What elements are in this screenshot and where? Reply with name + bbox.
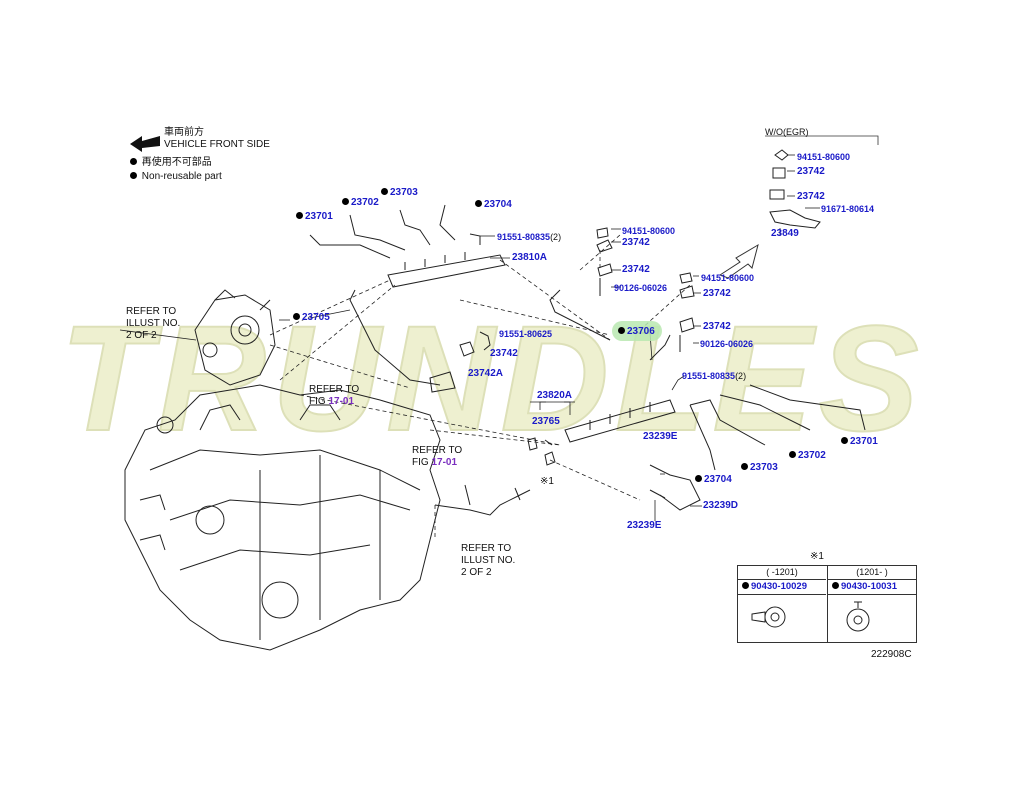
table-col-1: ( -1201) 90430-10029 [738,566,826,642]
watermark-logo: TRUNDLES [59,300,925,450]
front-label: VEHICLE FRONT SIDE [164,139,270,150]
nonreusable-dot-icon [130,158,137,165]
part-90126-06026-mid[interactable]: 90126-06026 [614,283,668,293]
part-23742-a[interactable]: 23742 [622,237,650,248]
part-23706[interactable]: 23706 [618,326,655,338]
fuel-rail-lower-drawing [564,334,866,511]
part-23742-f[interactable]: 23742 [797,166,825,177]
part-23742-e[interactable]: 23742 [703,321,731,332]
part-23702-lower[interactable]: 23702 [789,450,826,462]
table-col1-header: ( -1201) [766,567,798,577]
table-parts-drawing [751,601,870,632]
legend-nonreusable: Non-reusable part [130,171,222,183]
part-23742A[interactable]: 23742A [468,368,504,379]
part-91551-80835-lower[interactable]: 91551-80835(2) [682,371,747,381]
fuel-rail-upper-drawing [309,204,611,386]
refer-illust-lower: REFER TO ILLUST NO. 2 OF 2 [461,543,516,578]
variant-table: ( -1201) 90430-10029 (1201- ) 90430-1003… [737,565,917,643]
part-23849[interactable]: 23849 [771,228,799,239]
engine-block-drawing [124,384,441,651]
egr-bracket-drawing [769,149,821,229]
part-94151-80600-right[interactable]: 94151-80600 [701,273,755,283]
part-23701-upper[interactable]: 23701 [296,211,333,223]
part-23703-lower[interactable]: 23703 [741,462,778,474]
part-23239E-upper[interactable]: 23239E [643,431,678,442]
part-23742-g[interactable]: 23742 [797,191,825,202]
solid-leaders [119,154,820,521]
part-23703-upper[interactable]: 23703 [381,187,418,199]
egr-group-bracket [765,135,879,145]
part-94151-80600-mid[interactable]: 94151-80600 [622,226,676,236]
part-23239D[interactable]: 23239D [703,500,739,511]
table-col2-header: (1201- ) [856,567,888,577]
table-col1-part[interactable]: 90430-10029 [742,581,807,592]
nonreusable-dot-icon [130,172,137,179]
table-title: ※1 [810,551,824,562]
refer-illust-upper: REFER TO ILLUST NO. 2 OF 2 [126,306,181,341]
leader-lines [269,234,691,540]
table-col-2: (1201- ) 90430-10031 [827,566,916,642]
part-23702-upper[interactable]: 23702 [342,197,379,209]
legend-text: Non-reusable part [141,171,222,182]
figure-code: 222908C [871,649,912,660]
fuel-pump-drawing [194,289,276,386]
egr-title: W/O(EGR) [765,127,809,137]
part-91551-80625[interactable]: 91551-80625 [499,329,553,339]
table-col2-part[interactable]: 90430-10031 [832,581,897,592]
part-23810A[interactable]: 23810A [512,252,548,263]
legend-nonreusable-jp: 再使用不可部品 [130,157,212,169]
part-91551-80835-upper[interactable]: 91551-80835(2) [497,232,562,242]
note-mark: ※1 [540,476,554,487]
part-23742-d[interactable]: 23742 [703,288,731,299]
part-23701-lower[interactable]: 23701 [841,436,878,448]
part-23765[interactable]: 23765 [532,416,560,427]
pointer-arrow-icon [718,243,759,279]
part-23704-upper[interactable]: 23704 [475,199,512,211]
refer-fig-lower[interactable]: REFER TO FIG 17-01 [412,445,463,468]
part-23742-b[interactable]: 23742 [622,264,650,275]
legend-text-jp: 再使用不可部品 [141,157,212,168]
harness-drawing [434,484,531,516]
part-94151-80600-egr[interactable]: 94151-80600 [797,152,851,162]
refer-fig-upper[interactable]: REFER TO FIG 17-01 [309,384,360,407]
small-parts-drawing [429,227,695,466]
watermark-text: TRUNDLES [60,300,925,450]
front-label-jp: 車両前方 [164,127,204,138]
part-90126-06026-right[interactable]: 90126-06026 [700,339,754,349]
part-23704-lower[interactable]: 23704 [695,474,732,486]
front-arrow-icon [130,136,160,152]
part-23820A[interactable]: 23820A [537,390,573,401]
part-23239E-lower[interactable]: 23239E [627,520,662,531]
part-91671-80614[interactable]: 91671-80614 [821,204,875,214]
part-23705[interactable]: 23705 [293,312,330,324]
highlight-23706 [612,321,662,341]
part-23742-mid[interactable]: 23742 [490,348,518,359]
